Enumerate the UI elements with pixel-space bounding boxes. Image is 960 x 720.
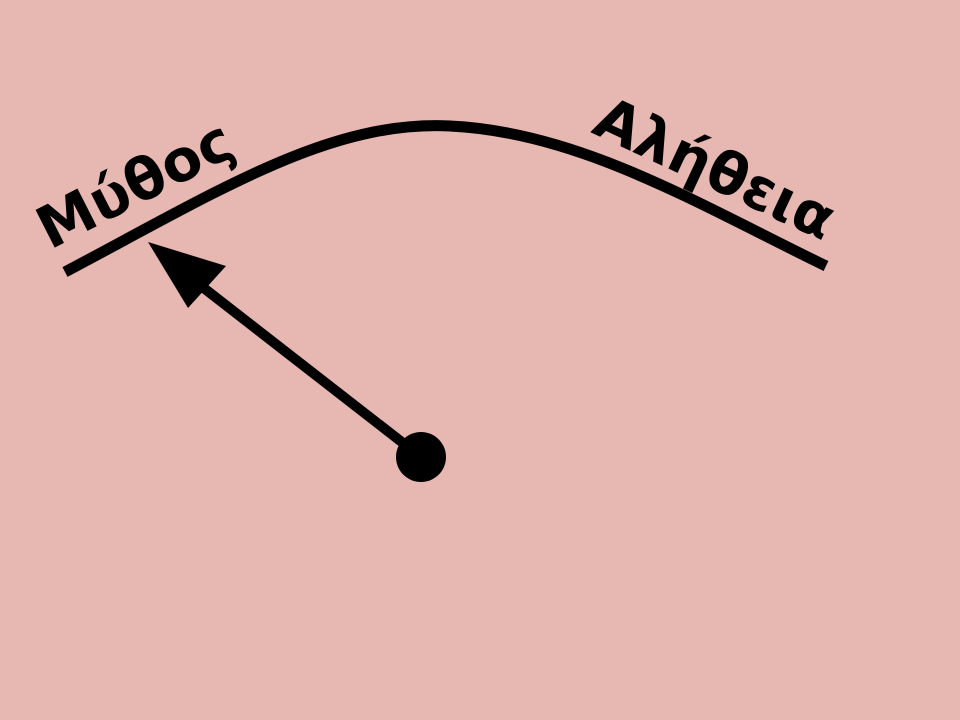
arc-curve (62, 120, 829, 277)
pointer-arrow-shaft (192, 278, 425, 461)
pointer-pivot-dot (396, 432, 446, 482)
pointer-arrow-head (148, 242, 226, 308)
